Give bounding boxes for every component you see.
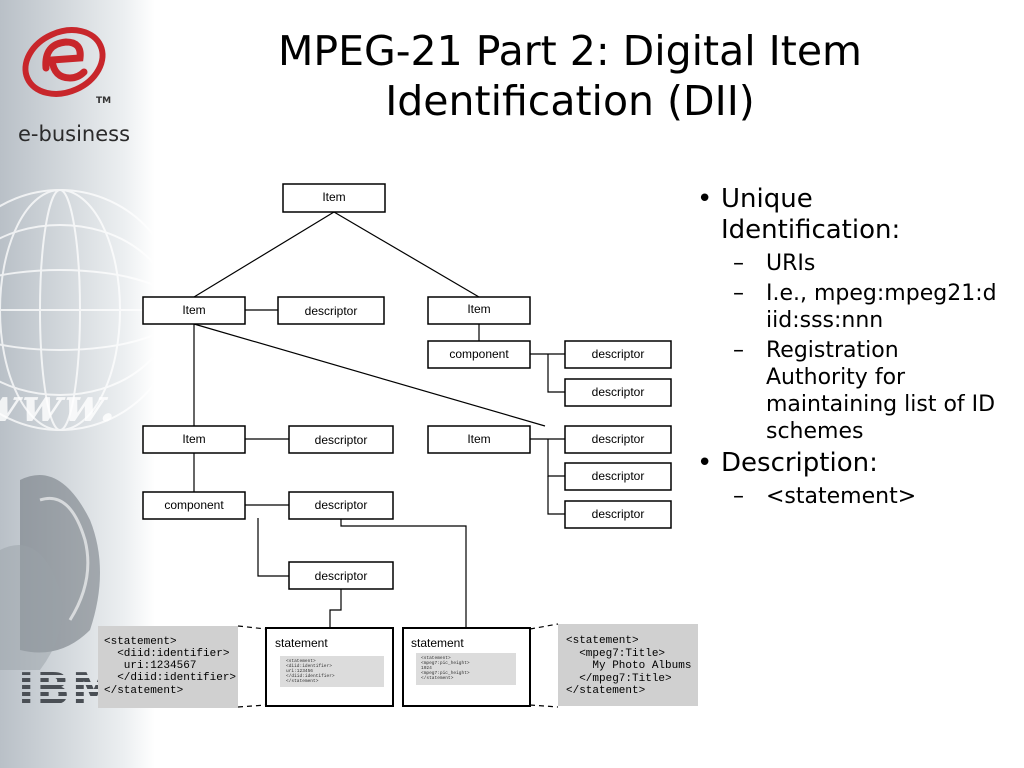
- node-descriptor-left: descriptor: [277, 296, 385, 325]
- node-root-item: Item: [282, 183, 386, 213]
- globe-icon: [0, 189, 155, 431]
- node-item-mid: Item: [142, 425, 246, 454]
- slide-title: MPEG-21 Part 2: Digital Item Identificat…: [210, 26, 930, 126]
- node-item-mid-right: Item: [427, 425, 531, 454]
- node-descriptor-r1: descriptor: [564, 340, 672, 369]
- tiny-right-line-0: <statement>: [421, 655, 451, 661]
- node-descriptor-bottom: descriptor: [288, 561, 394, 590]
- bullet-ie-example: I.e., mpeg:mpeg21:diid:sss:nnn: [697, 280, 997, 334]
- node-descriptor-mr3: descriptor: [564, 500, 672, 529]
- node-descriptor-mr2: descriptor: [564, 462, 672, 491]
- e-business-logo-icon: [22, 27, 106, 97]
- statement-box-left: statement <statement> <diid:identifier> …: [265, 627, 394, 707]
- statement-right-inner-box: [416, 653, 516, 685]
- node-item-right: Item: [427, 296, 531, 325]
- code-right-line-4: </statement>: [566, 685, 645, 697]
- trademark-mark: TM: [96, 96, 112, 106]
- bullet-unique-identification: Unique Identification:: [697, 184, 997, 246]
- tiny-left-line-2: uri:123456: [286, 668, 313, 674]
- node-descriptor-r2: descriptor: [564, 378, 672, 407]
- tiny-left-line-0: <statement>: [286, 658, 316, 664]
- node-descriptor-mid-label: descriptor: [315, 433, 368, 447]
- node-descriptor-mr3-label: descriptor: [592, 507, 645, 521]
- node-item-mid-right-label: Item: [467, 432, 490, 446]
- node-descriptor-mid: descriptor: [288, 425, 394, 454]
- node-item-right-label: Item: [467, 302, 490, 316]
- diagram-connectors: [193, 211, 565, 708]
- code-right-line-2: My Photo Albums: [566, 660, 691, 672]
- code-left-line-0: <statement>: [104, 636, 177, 648]
- ebusiness-label: e-business: [18, 122, 131, 146]
- tiny-left-line-4: </statement>: [286, 678, 319, 684]
- node-descriptor-mr1: descriptor: [564, 425, 672, 454]
- slide-title-line-2: Identification (DII): [385, 77, 755, 125]
- code-left-line-1: <diid:identifier>: [104, 648, 229, 660]
- statement-box-right-title: statement: [411, 636, 464, 650]
- tiny-right-line-3: <mpeg7:pic_height>: [421, 670, 470, 676]
- node-descriptor-bottom-label: descriptor: [315, 569, 368, 583]
- bullet-registration-authority: Registration Authority for maintaining l…: [697, 337, 997, 445]
- statement-left-inner-box: [280, 656, 384, 687]
- code-left-line-3: </diid:identifier>: [104, 672, 236, 684]
- node-root-item-label: Item: [322, 190, 345, 204]
- node-descriptor-low-label: descriptor: [315, 498, 368, 512]
- code-left-line-4: </statement>: [104, 685, 183, 697]
- tiny-right-line-4: </statement>: [421, 675, 454, 681]
- code-box-right: <statement> <mpeg7:Title> My Photo Album…: [558, 624, 698, 706]
- node-descriptor-mr2-label: descriptor: [592, 469, 645, 483]
- node-descriptor-low: descriptor: [288, 491, 394, 520]
- tiny-left-line-1: <diid:identifier>: [286, 663, 332, 669]
- tiny-right-line-2: 1024: [421, 665, 432, 671]
- node-descriptor-left-label: descriptor: [305, 304, 358, 318]
- mouse-hand-icon: [0, 475, 100, 670]
- node-descriptor-r1-label: descriptor: [592, 347, 645, 361]
- code-right-line-1: <mpeg7:Title>: [566, 648, 665, 660]
- node-component-low-label: component: [164, 498, 224, 512]
- slide-title-line-1: MPEG-21 Part 2: Digital Item: [277, 27, 862, 75]
- bullet-description: Description:: [697, 448, 997, 479]
- node-component-low: component: [142, 491, 246, 520]
- node-item-left-label: Item: [182, 303, 205, 317]
- code-right-line-3: </mpeg7:Title>: [566, 673, 672, 685]
- branding-sidebar: TM e-business www. IBM: [0, 0, 155, 768]
- node-descriptor-mr1-label: descriptor: [592, 432, 645, 446]
- code-right-line-0: <statement>: [566, 635, 639, 647]
- code-left-line-2: uri:1234567: [104, 660, 196, 672]
- statement-box-right: statement <statement> <mpeg7:pic_height>…: [402, 627, 531, 707]
- node-component-right: component: [427, 340, 531, 369]
- bullet-uris: URIs: [697, 250, 997, 277]
- tiny-left-line-3: </diid:identifier>: [286, 673, 335, 679]
- bullet-statement: <statement>: [697, 483, 997, 510]
- node-item-left: Item: [142, 296, 246, 325]
- tiny-right-line-1: <mpeg7:pic_height>: [421, 660, 470, 666]
- node-component-right-label: component: [449, 347, 509, 361]
- statement-box-left-title: statement: [275, 636, 328, 650]
- bullet-list: Unique Identification: URIs I.e., mpeg:m…: [697, 184, 997, 513]
- node-descriptor-r2-label: descriptor: [592, 385, 645, 399]
- code-box-left: <statement> <diid:identifier> uri:123456…: [98, 626, 238, 708]
- node-item-mid-label: Item: [182, 432, 205, 446]
